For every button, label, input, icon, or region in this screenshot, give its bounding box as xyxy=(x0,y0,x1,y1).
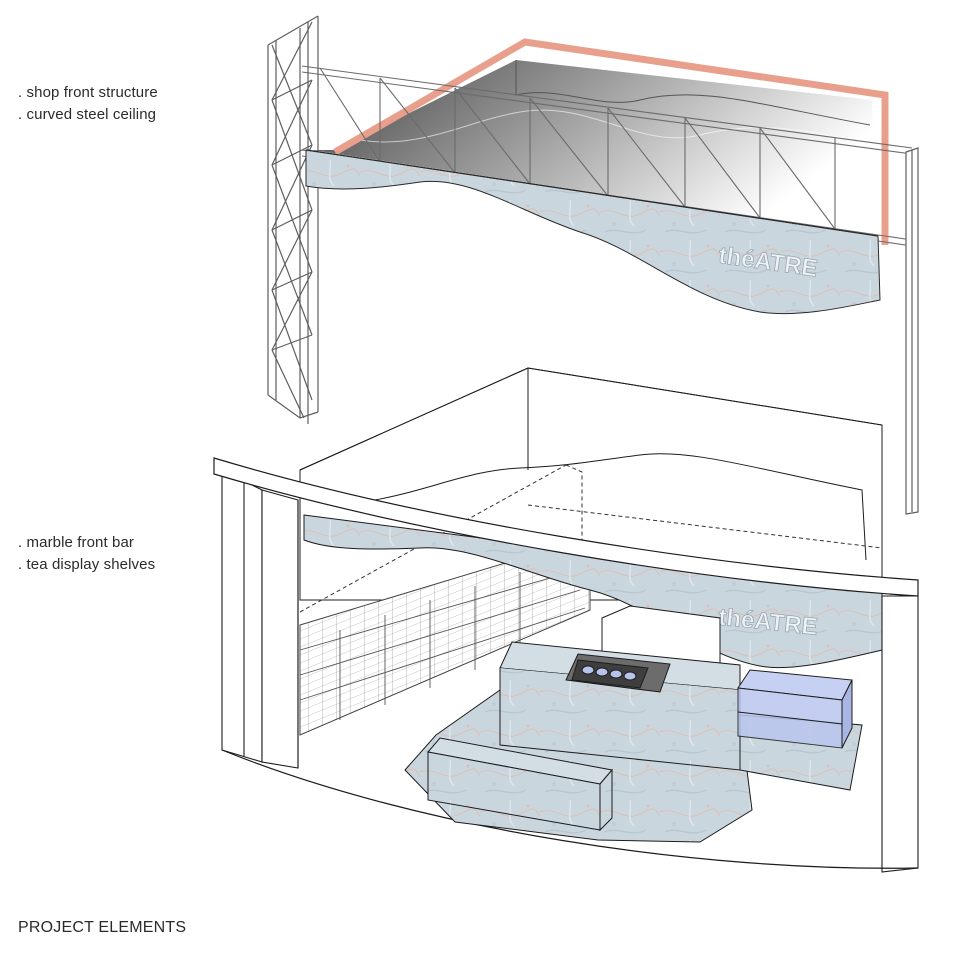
floor-curve xyxy=(221,749,919,869)
top-label-group: . shop front structure . curved steel ce… xyxy=(18,82,158,126)
curved-steel-ceiling xyxy=(312,60,875,235)
shop-front-structure: théATRE xyxy=(267,15,919,515)
right-post xyxy=(905,147,919,515)
label-shop-front-structure: . shop front structure xyxy=(18,84,158,101)
ceiling-wave-edge xyxy=(515,60,871,126)
right-pillar xyxy=(881,595,919,873)
left-wall xyxy=(221,469,299,769)
shop-interior: théATRE xyxy=(213,367,919,873)
marble-fascia-top xyxy=(305,149,881,315)
label-curved-steel-ceiling: . curved steel ceiling xyxy=(18,106,157,123)
marble-low-bench xyxy=(427,737,613,832)
label-tea-display-shelves: . tea display shelves xyxy=(18,556,156,573)
marble-fascia-bottom xyxy=(303,514,883,669)
bottom-label-group: . marble front bar . tea display shelves xyxy=(18,532,155,576)
glass-display-case xyxy=(737,669,853,749)
shopfront-frame-accent xyxy=(333,38,889,245)
truss-tower xyxy=(267,15,319,424)
ceiling-wave-outline xyxy=(374,453,867,561)
tea-station-sink xyxy=(565,653,671,693)
footer-title: PROJECT ELEMENTS xyxy=(18,919,187,936)
label-marble-front-bar: . marble front bar xyxy=(18,534,135,551)
